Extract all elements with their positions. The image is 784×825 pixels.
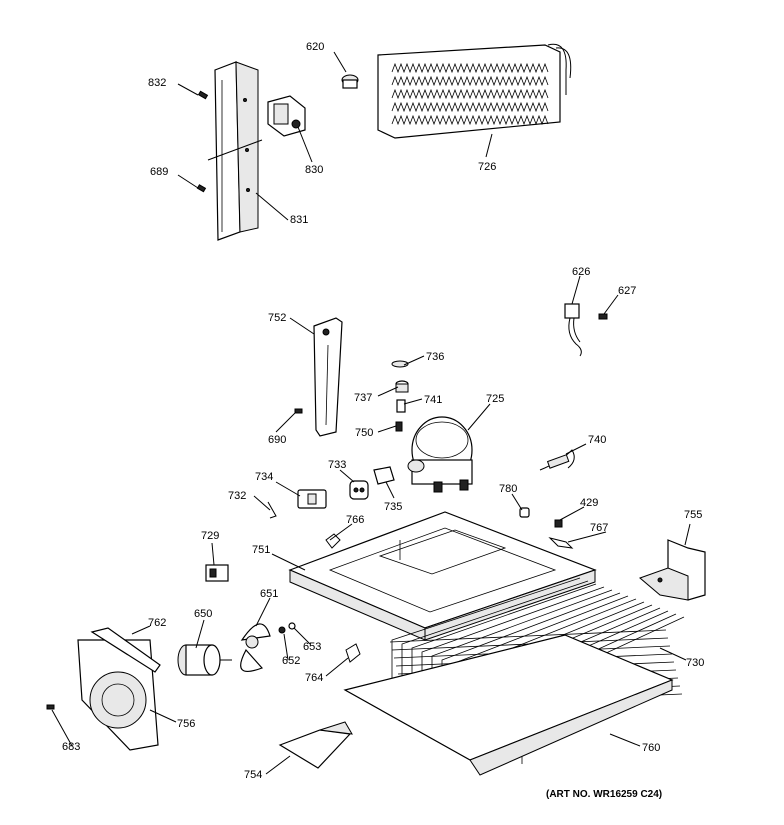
- label-730: 730: [686, 657, 704, 669]
- label-762: 762: [148, 617, 166, 629]
- label-729: 729: [201, 530, 219, 542]
- part-429-screw: [554, 519, 563, 528]
- part-734-capacitor: [297, 489, 327, 509]
- part-652-washer: [278, 626, 286, 634]
- part-780-grommet: [519, 507, 530, 518]
- part-756-shroud: [77, 639, 159, 751]
- part-627-screw: [598, 313, 608, 320]
- label-754: 754: [244, 769, 262, 781]
- label-750: 750: [355, 427, 373, 439]
- label-652: 652: [282, 655, 300, 667]
- label-734: 734: [255, 471, 273, 483]
- label-429: 429: [580, 497, 598, 509]
- label-767: 767: [590, 522, 608, 534]
- part-733-relay: [349, 480, 369, 500]
- part-650-motor: [177, 644, 232, 676]
- part-735-overload: [373, 466, 395, 485]
- part-740-tube: [539, 449, 575, 471]
- label-627: 627: [618, 285, 636, 297]
- label-732: 732: [228, 490, 246, 502]
- label-650: 650: [194, 608, 212, 620]
- condenser-wire: [389, 629, 667, 643]
- part-766-clip: [325, 533, 341, 549]
- part-764-clip: [345, 643, 361, 663]
- label-831: 831: [290, 214, 308, 226]
- part-832-screw: [197, 90, 209, 100]
- part-762-strip: [90, 627, 161, 673]
- label-733: 733: [328, 459, 346, 471]
- part-690-screw: [294, 408, 303, 414]
- part-751-base: [288, 511, 597, 641]
- part-741-spacer: [396, 399, 406, 413]
- part-732-clip: [267, 501, 277, 519]
- label-620: 620: [306, 41, 324, 53]
- evaporator-fin-row: [391, 75, 549, 87]
- part-689-screw: [196, 184, 207, 193]
- evaporator-fin-row: [391, 88, 549, 100]
- part-725-compressor: [407, 416, 473, 493]
- part-752-bracket: [313, 317, 343, 437]
- part-831-channel: [207, 61, 263, 241]
- part-729-module: [205, 564, 229, 582]
- label-766: 766: [346, 514, 364, 526]
- part-651-fan-blade: [240, 623, 271, 672]
- label-756: 756: [177, 718, 195, 730]
- label-736: 736: [426, 351, 444, 363]
- evaporator-fin-row: [391, 101, 549, 113]
- evaporator-fin-row: [391, 62, 549, 74]
- label-832: 832: [148, 77, 166, 89]
- label-726: 726: [478, 161, 496, 173]
- evaporator-fin-row: [391, 114, 549, 126]
- part-754-bracket: [278, 721, 353, 769]
- part-620-knob: [341, 74, 359, 89]
- label-737: 737: [354, 392, 372, 404]
- label-760: 760: [642, 742, 660, 754]
- label-690: 690: [268, 434, 286, 446]
- art-number: (ART NO. WR16259 C24): [546, 789, 662, 800]
- part-750-bolt: [395, 421, 403, 432]
- label-755: 755: [684, 509, 702, 521]
- part-737-grommet: [395, 380, 409, 393]
- label-683: 683: [62, 741, 80, 753]
- part-760-pan: [343, 634, 674, 776]
- label-626: 626: [572, 266, 590, 278]
- label-653: 653: [303, 641, 321, 653]
- label-741: 741: [424, 394, 442, 406]
- label-752: 752: [268, 312, 286, 324]
- label-689: 689: [150, 166, 168, 178]
- label-780: 780: [499, 483, 517, 495]
- label-725: 725: [486, 393, 504, 405]
- label-764: 764: [305, 672, 323, 684]
- leader-lines: [51, 51, 691, 775]
- part-736-clip: [391, 360, 409, 368]
- part-755-bracket: [639, 539, 706, 601]
- part-830-switch: [267, 95, 306, 137]
- part-626-thermostat: [564, 303, 582, 357]
- part-726-evaporator: [377, 43, 572, 139]
- label-651: 651: [260, 588, 278, 600]
- part-653-nut: [288, 622, 296, 630]
- part-683-screw: [46, 704, 55, 710]
- part-767-clip: [548, 537, 574, 549]
- label-735: 735: [384, 501, 402, 513]
- label-751: 751: [252, 544, 270, 556]
- label-740: 740: [588, 434, 606, 446]
- label-830: 830: [305, 164, 323, 176]
